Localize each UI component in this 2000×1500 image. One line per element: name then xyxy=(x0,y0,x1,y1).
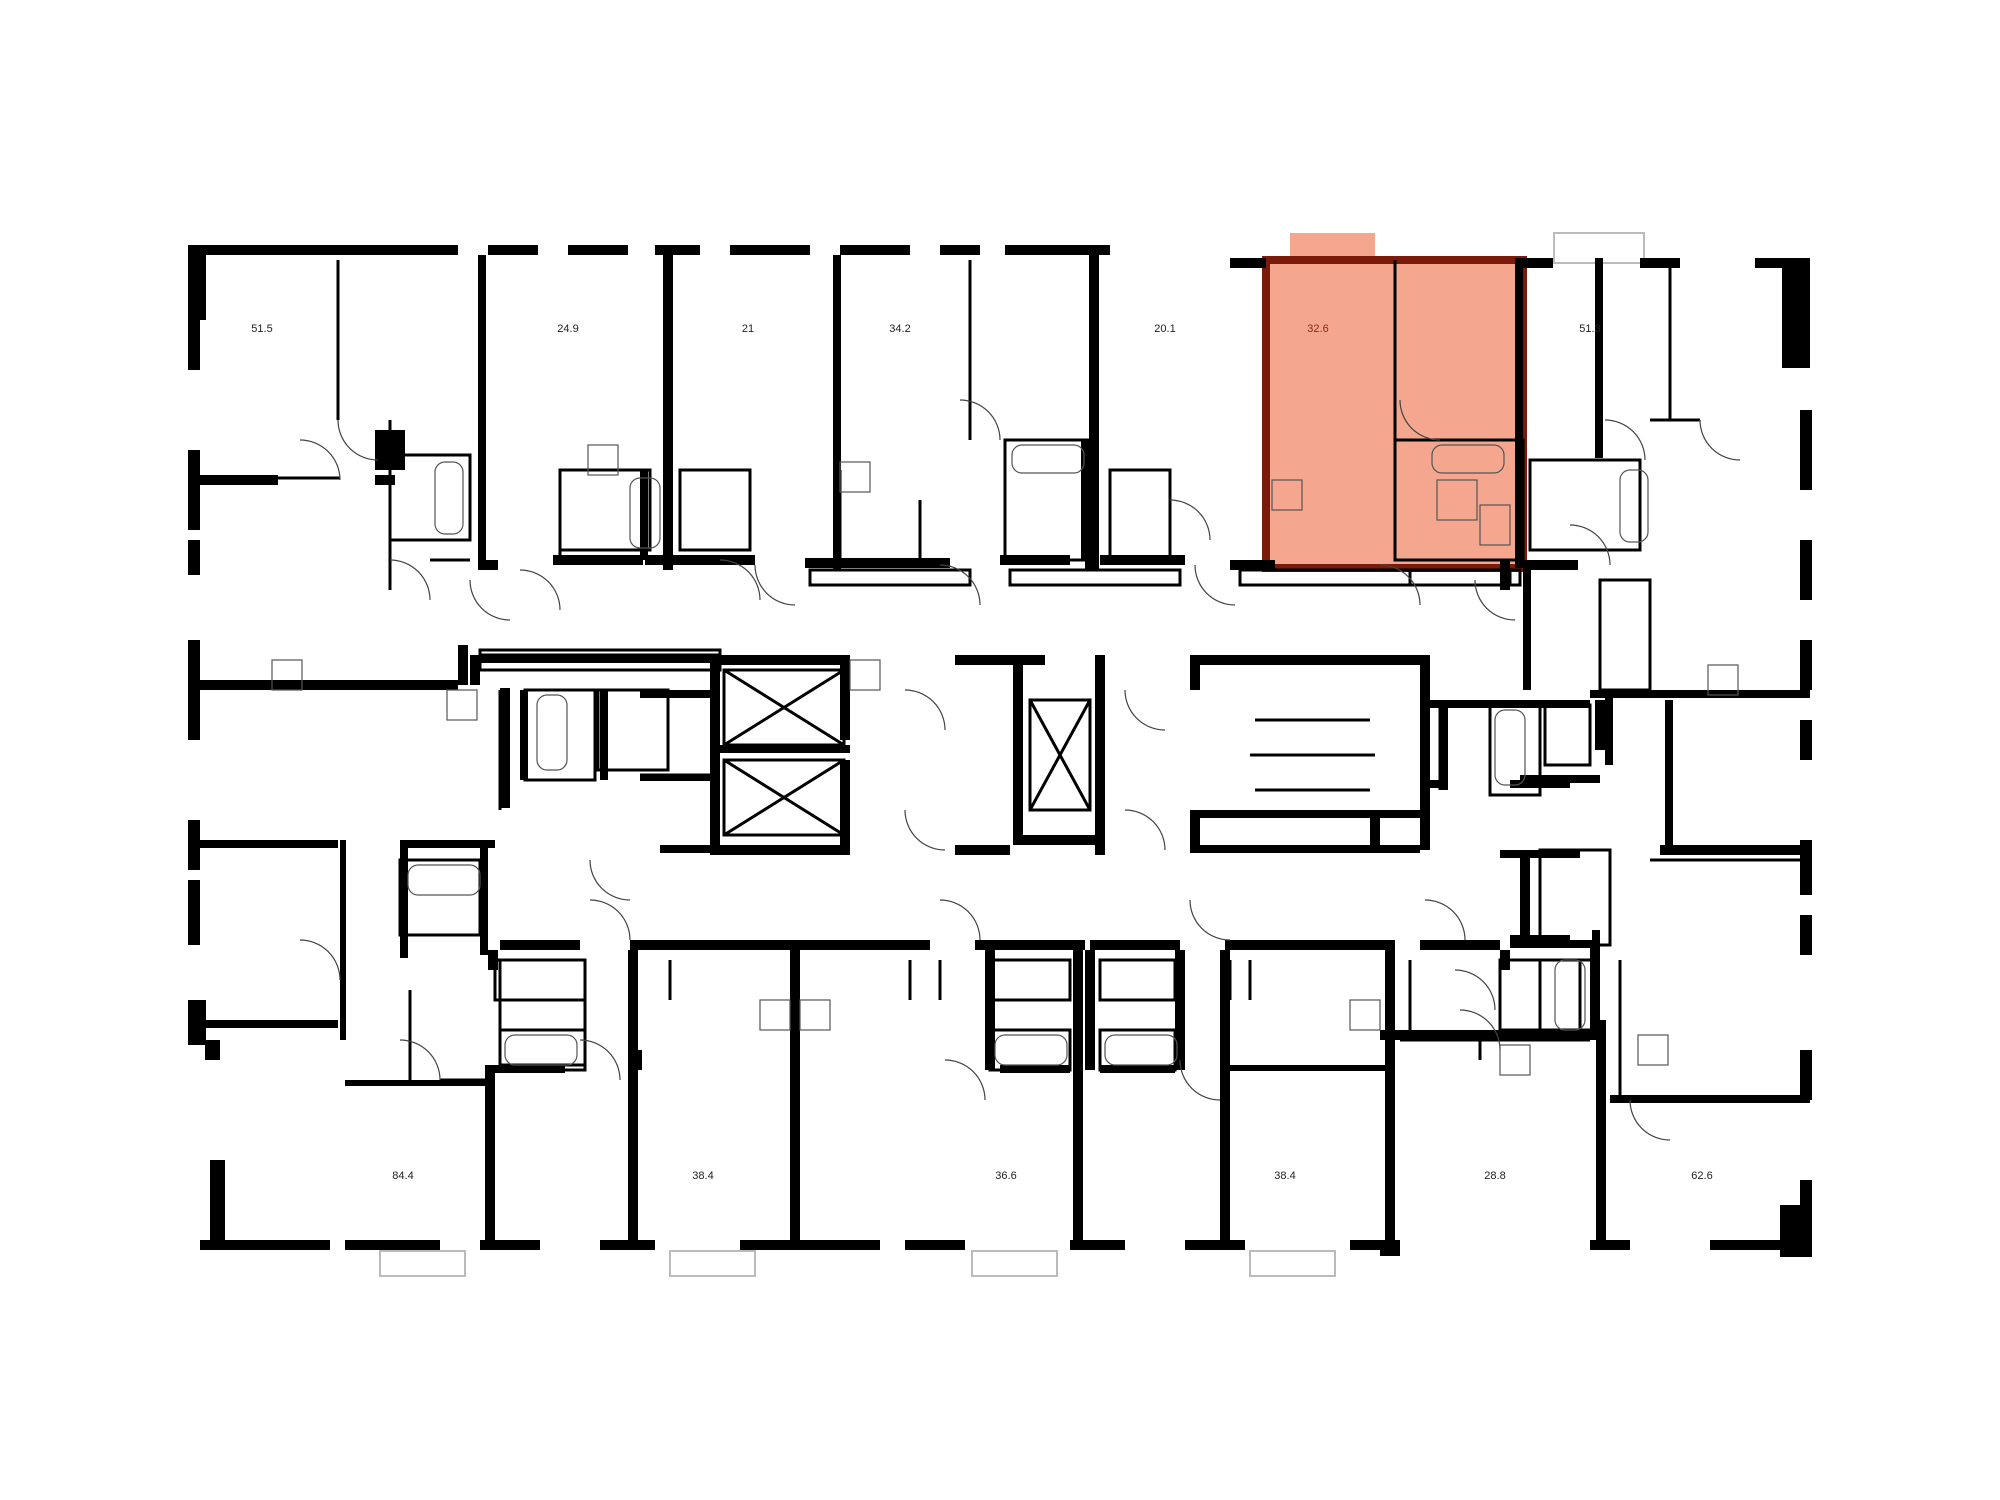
walls xyxy=(188,245,1812,1257)
door-swings xyxy=(299,399,1741,1141)
apartment-area-label: 38.4 xyxy=(692,1170,713,1182)
apartment-area-label: 24.9 xyxy=(557,323,578,335)
stove-icons xyxy=(271,444,1739,1076)
area-labels: 51.5 24.9 21 34.2 20.1 32.6 51.3 84.4 38… xyxy=(251,323,1712,1182)
apartment-area-label: 62.6 xyxy=(1691,1170,1712,1182)
selected-apartment-area-label: 32.6 xyxy=(1307,323,1328,335)
apartment-area-label: 20.1 xyxy=(1154,323,1175,335)
apartment-area-label: 84.4 xyxy=(392,1170,413,1182)
apartment-area-label: 21 xyxy=(742,323,754,335)
apartment-area-label: 51.5 xyxy=(251,323,272,335)
apartment-area-label: 28.8 xyxy=(1484,1170,1505,1182)
fixtures xyxy=(271,444,1739,1076)
apartment-area-label: 36.6 xyxy=(995,1170,1016,1182)
apartment-area-label: 38.4 xyxy=(1274,1170,1295,1182)
apartment-area-label: 34.2 xyxy=(889,323,910,335)
apartment-area-label: 51.3 xyxy=(1579,323,1600,335)
